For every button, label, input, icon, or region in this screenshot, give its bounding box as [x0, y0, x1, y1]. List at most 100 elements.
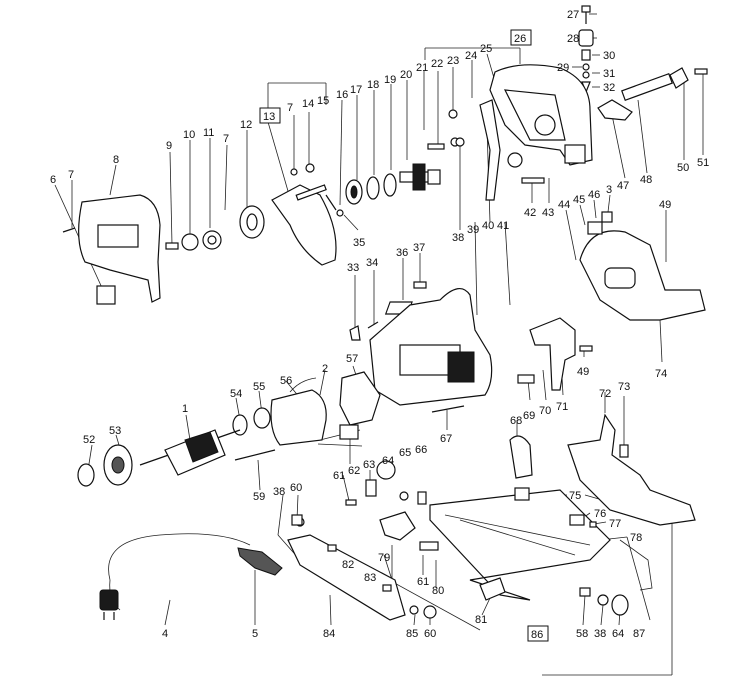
callout-86-box — [527, 625, 549, 642]
callout-7-b: 7 — [223, 133, 229, 145]
washer-15 — [305, 163, 315, 173]
screw-34 — [367, 321, 379, 329]
screw-58 — [579, 587, 591, 597]
screw-82 — [327, 544, 337, 552]
callout-53: 53 — [109, 425, 121, 437]
callout-10: 10 — [183, 129, 195, 141]
callout-56: 56 — [280, 375, 292, 387]
washer-85 — [409, 605, 419, 615]
plate-57 — [339, 371, 381, 426]
bracket-79 — [379, 511, 416, 541]
callout-64-a: 64 — [382, 455, 394, 467]
callout-60-a: 60 — [290, 482, 302, 494]
bearing-55 — [253, 407, 271, 429]
callout-40: 40 — [482, 220, 494, 232]
callout-38-b: 38 — [273, 486, 285, 498]
callout-26-box — [510, 29, 532, 46]
nut-35 — [336, 209, 344, 217]
callout-51: 51 — [697, 157, 709, 169]
side-cover-8 — [78, 194, 161, 303]
guard-strip-25 — [479, 99, 501, 201]
handle-74 — [579, 230, 706, 321]
callout-80: 80 — [432, 585, 444, 597]
washer-38c — [597, 594, 609, 606]
screw-77 — [589, 521, 597, 528]
screw-21 — [427, 143, 445, 150]
washer-38a — [455, 137, 465, 147]
callout-6: 6 — [50, 174, 56, 186]
callout-7-a: 7 — [287, 102, 293, 114]
callout-3: 3 — [606, 184, 612, 196]
callout-57: 57 — [346, 353, 358, 365]
screw-49 — [579, 345, 593, 352]
washer-65 — [399, 491, 409, 501]
clip-33 — [349, 325, 361, 341]
knob-47 — [597, 99, 633, 121]
ring-18 — [366, 176, 380, 200]
callout-13-box — [259, 107, 281, 124]
callout-47: 47 — [617, 180, 629, 192]
callout-1: 1 — [182, 403, 188, 415]
callout-62: 62 — [348, 465, 360, 477]
screw-66 — [417, 491, 427, 505]
callout-86: 86 — [531, 629, 543, 641]
callout-61-b: 61 — [417, 576, 429, 588]
callout-35: 35 — [353, 237, 365, 249]
callout-74: 74 — [655, 368, 667, 380]
callout-24: 24 — [465, 50, 477, 62]
parts — [62, 5, 708, 621]
callout-82: 82 — [342, 559, 354, 571]
callout-7-c: 7 — [68, 169, 74, 181]
part-81 — [479, 577, 506, 601]
callout-19: 19 — [384, 74, 396, 86]
callout-14: 14 — [302, 98, 314, 110]
screw-61a — [345, 499, 357, 506]
callout-20: 20 — [400, 69, 412, 81]
callout-73: 73 — [618, 381, 630, 393]
screw-67 — [431, 405, 465, 413]
callout-55: 55 — [253, 381, 265, 393]
hex-key-78 — [619, 539, 653, 591]
bushing-24 — [507, 152, 523, 168]
callout-41: 41 — [497, 220, 509, 232]
screw-51 — [694, 68, 708, 75]
callout-11: 11 — [203, 127, 214, 139]
power-cord-4 — [99, 533, 251, 620]
chip-tube-68 — [509, 435, 533, 479]
callout-69: 69 — [523, 410, 535, 422]
callout-81: 81 — [475, 614, 487, 626]
callout-59: 59 — [253, 491, 265, 503]
callout-37: 37 — [413, 242, 425, 254]
callout-50: 50 — [677, 162, 689, 174]
callout-77: 77 — [609, 518, 621, 530]
callout-72: 72 — [599, 388, 611, 400]
callout-71: 71 — [556, 401, 568, 413]
lever-50 — [669, 67, 689, 89]
callout-85: 85 — [406, 628, 418, 640]
callout-49-b: 49 — [577, 366, 589, 378]
callout-46: 46 — [588, 189, 600, 201]
callout-numbers: 27 28 30 29 31 32 26 25 24 21 22 23 20 1… — [50, 9, 709, 642]
callout-66: 66 — [415, 444, 427, 456]
callout-75: 75 — [569, 490, 581, 502]
clip-6 — [96, 285, 116, 305]
callout-64-b: 64 — [612, 628, 624, 640]
part-46 — [601, 211, 613, 223]
part-75 — [514, 487, 530, 501]
callout-68: 68 — [510, 415, 522, 427]
callout-34: 34 — [366, 257, 378, 269]
callout-61-a: 61 — [333, 470, 345, 482]
base-plate-86 — [429, 489, 611, 601]
part-37 — [413, 281, 427, 289]
washer-14 — [290, 168, 298, 176]
knob-64a — [376, 460, 396, 480]
callout-70: 70 — [539, 405, 551, 417]
ring-19 — [383, 173, 397, 197]
callout-18: 18 — [367, 79, 379, 91]
callout-22: 22 — [431, 58, 443, 70]
callout-63: 63 — [363, 459, 375, 471]
part-69 — [517, 374, 535, 384]
handle-rod-48 — [621, 72, 673, 102]
callout-58: 58 — [576, 628, 588, 640]
